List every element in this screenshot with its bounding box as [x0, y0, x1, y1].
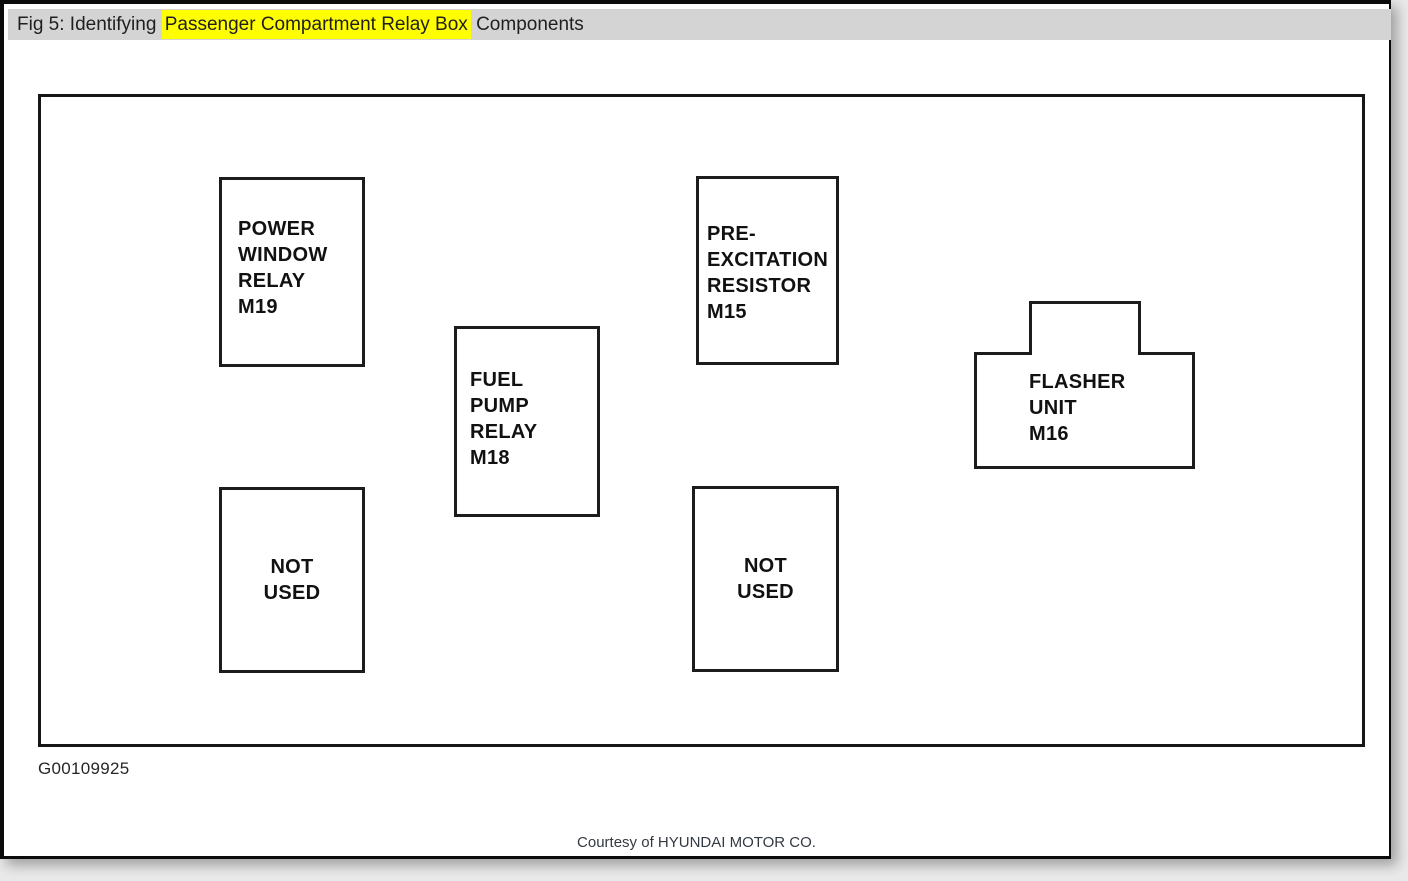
component-label-line: FUEL [470, 369, 524, 391]
component-power-window-relay: POWER WINDOW RELAY M19 [219, 177, 365, 367]
component-label-line: NOT [743, 555, 788, 577]
component-flasher-unit-tab [1029, 301, 1141, 355]
component-fuel-pump-relay: FUEL PUMP RELAY M18 [454, 326, 600, 517]
component-label-line: FLASHER [1029, 371, 1126, 393]
figure-title-prefix: Fig 5: Identifying [17, 14, 162, 35]
component-label-line: USED [263, 582, 321, 604]
component-pre-excitation-resistor: PRE- EXCITATION RESISTOR M15 [696, 176, 839, 365]
component-label-line: POWER [238, 218, 316, 240]
component-label-line: NOT [270, 556, 314, 578]
component-label-line: RESISTOR [707, 275, 812, 297]
component-not-used-center: NOT USED [692, 486, 839, 672]
courtesy-line: Courtesy of HYUNDAI MOTOR CO. [577, 834, 816, 851]
figure-title-highlight: Passenger Compartment Relay Box [161, 10, 471, 39]
component-label-line: PRE- [707, 223, 756, 245]
component-label-line: M16 [1029, 423, 1069, 445]
component-label-line: M19 [238, 296, 278, 318]
component-label-line: EXCITATION [707, 249, 829, 271]
component-not-used-left: NOT USED [219, 487, 365, 673]
component-label-line: PUMP [470, 395, 529, 417]
component-label-line: USED [737, 581, 794, 603]
figure-title-suffix: Components [470, 14, 584, 35]
figure-code: G00109925 [38, 759, 130, 778]
component-label-line: M15 [707, 301, 747, 323]
component-label-line: WINDOW [238, 244, 328, 266]
figure-window: Fig 5: Identifying Passenger Compartment… [0, 0, 1391, 859]
component-label-line: RELAY [238, 270, 306, 292]
component-label-line: RELAY [470, 421, 538, 443]
component-label-line: UNIT [1029, 397, 1077, 419]
component-label-line: M18 [470, 447, 510, 469]
figure-title-bar: Fig 5: Identifying Passenger Compartment… [8, 9, 1391, 40]
component-flasher-unit: FLASHER UNIT M16 [974, 352, 1195, 469]
